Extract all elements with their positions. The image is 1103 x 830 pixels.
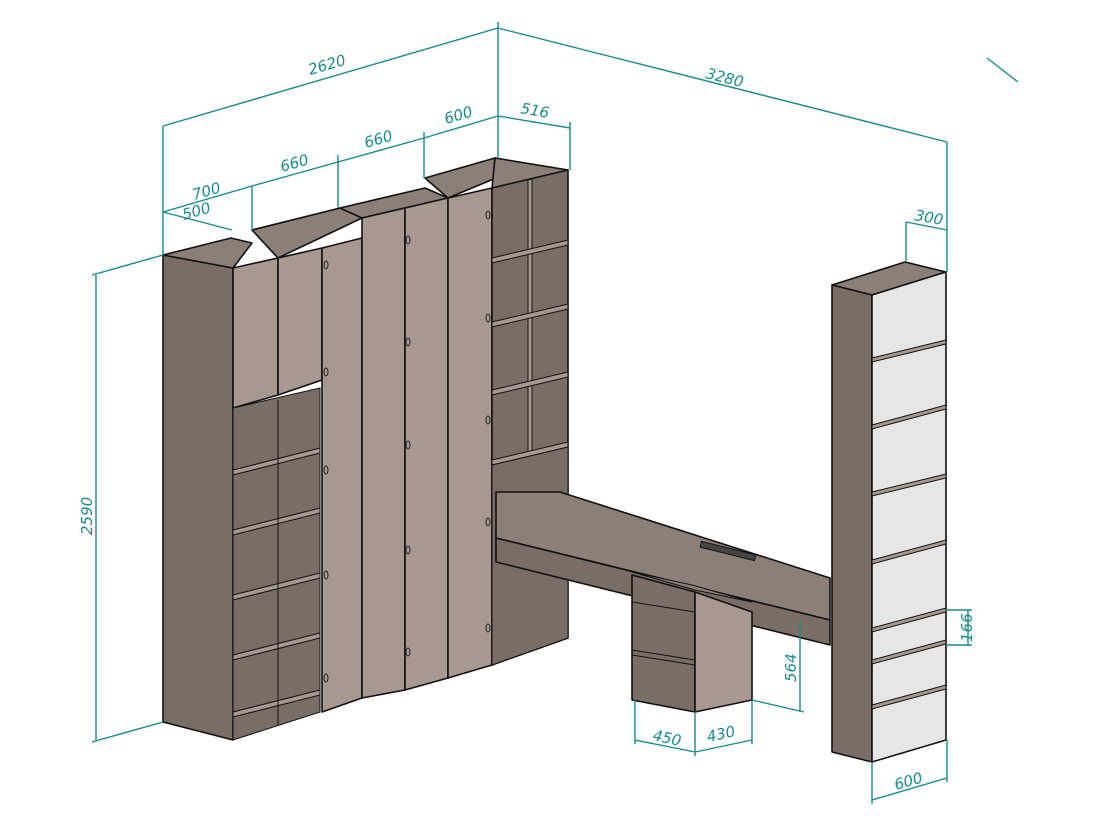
left-cabinet-top — [162, 237, 253, 269]
dim-2590: 2590 — [78, 497, 96, 535]
dim-660-a: 660 — [278, 151, 310, 176]
second-cabinet-door — [321, 237, 363, 713]
right-column — [831, 261, 947, 763]
right-column-side — [831, 284, 873, 763]
left-cabinet-shelves — [232, 447, 321, 718]
third-cabinet-left-door — [361, 207, 406, 699]
dim-516: 516 — [519, 99, 550, 122]
dim-2620: 2620 — [306, 51, 348, 79]
open-shelf-shelves — [491, 239, 569, 466]
dim-3280: 3280 — [704, 64, 745, 91]
dim-300: 300 — [913, 206, 944, 229]
right-column-front — [871, 271, 947, 763]
right-column-shelf-lines — [871, 339, 947, 710]
open-shelf-unit — [491, 157, 569, 666]
dim-450: 450 — [651, 726, 683, 750]
second-cabinet-upper-door — [277, 247, 323, 396]
left-cabinet-upper-panel — [232, 257, 279, 409]
second-cabinet — [251, 207, 363, 713]
dim-166: 166 — [958, 613, 976, 642]
dim-500: 500 — [180, 199, 212, 224]
desk — [495, 491, 831, 713]
drawer-unit-top — [631, 571, 753, 603]
fourth-cabinet-door — [447, 187, 493, 679]
third-cabinet — [339, 187, 449, 699]
dim-430: 430 — [705, 722, 737, 746]
dim-564: 564 — [782, 653, 800, 682]
drawer-unit-front — [631, 574, 696, 713]
desk-top-surface — [495, 491, 831, 621]
dim-600-bottom: 600 — [892, 769, 924, 794]
drawer-unit-side — [694, 591, 753, 713]
left-cabinet — [162, 237, 321, 741]
dimension-lines — [91, 22, 1019, 804]
left-cabinet-shelf-back — [232, 387, 321, 741]
third-cabinet-right-door — [404, 197, 449, 691]
cable-grommet — [699, 540, 757, 562]
left-cabinet-side — [162, 254, 234, 741]
